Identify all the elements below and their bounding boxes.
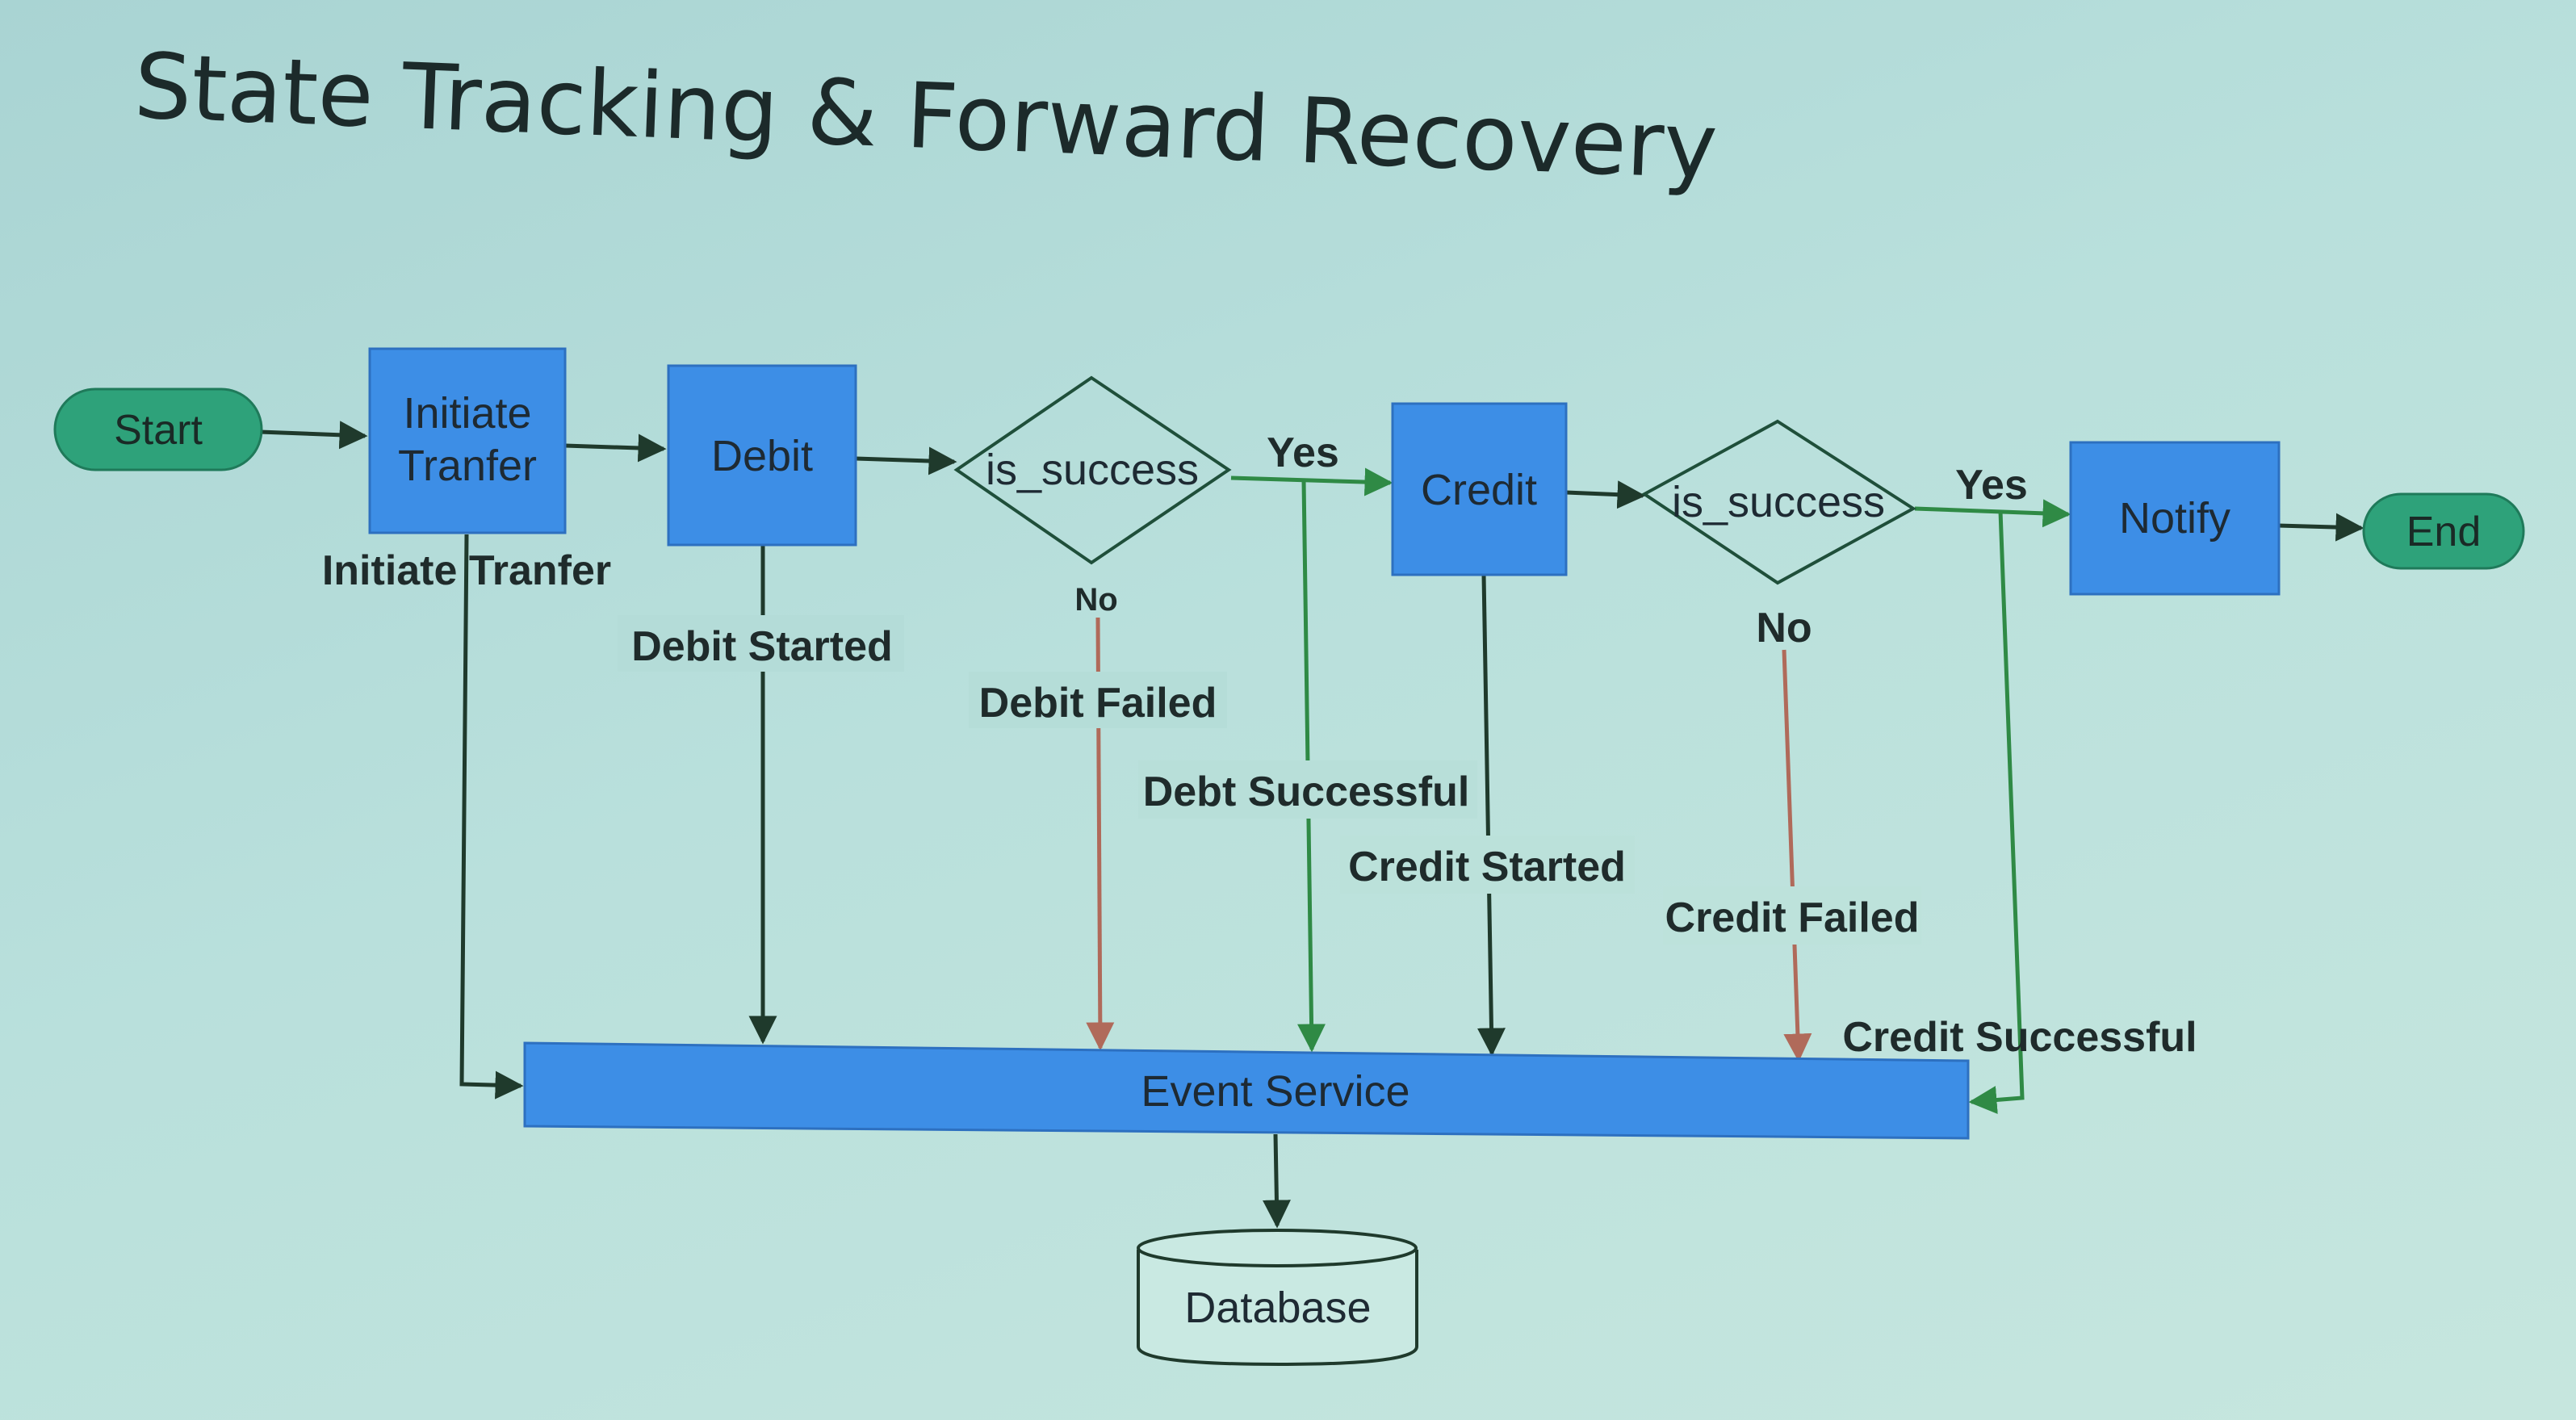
decision2-no-label: No bbox=[1756, 605, 1812, 651]
end-label: End bbox=[2406, 509, 2482, 555]
edge-credit-decision2 bbox=[1565, 480, 1646, 509]
initiate-label-line2: Tranfer bbox=[398, 442, 537, 490]
decision1-label: is_success bbox=[986, 446, 1199, 494]
event-debt-successful: Debt Successful bbox=[1138, 760, 1477, 819]
database-node: Database bbox=[1137, 1229, 1418, 1367]
credit-node: Credit bbox=[1391, 402, 1568, 576]
notify-node: Notify bbox=[2069, 441, 2281, 596]
start-label: Start bbox=[114, 407, 203, 454]
start-node: Start bbox=[53, 387, 263, 471]
database-label: Database bbox=[1184, 1284, 1371, 1332]
event-debit-started: Debit Started bbox=[618, 615, 904, 672]
edge-credit-failed-event bbox=[1782, 649, 1812, 1062]
credit-label: Credit bbox=[1421, 466, 1537, 514]
decision2-node: is_success bbox=[1641, 419, 1916, 585]
decision1-yes-label: Yes bbox=[1267, 429, 1339, 476]
event-debit-started-label: Debit Started bbox=[631, 623, 893, 670]
event-debit-failed: Debit Failed bbox=[969, 672, 1227, 728]
event-debt-successful-label: Debt Successful bbox=[1143, 769, 1470, 815]
initiate-transfer-node: Initiate Tranfer bbox=[368, 347, 567, 534]
edge-credit-started-event bbox=[1476, 574, 1506, 1057]
notify-label: Notify bbox=[2119, 494, 2230, 542]
debit-label: Debit bbox=[711, 432, 813, 480]
debit-node: Debit bbox=[667, 364, 857, 547]
edge-initiate-event bbox=[459, 534, 524, 1100]
decision1-node: is_success bbox=[953, 375, 1232, 565]
event-debit-failed-label: Debit Failed bbox=[979, 680, 1217, 727]
event-credit-successful: Credit Successful bbox=[1842, 1014, 2197, 1061]
page-title: State Tracking & Forward Recovery bbox=[132, 34, 1719, 199]
event-credit-successful-label: Credit Successful bbox=[1842, 1014, 2197, 1061]
event-initiate-tranfer: Initiate Tranfer bbox=[322, 547, 611, 594]
decision2-yes-label: Yes bbox=[1955, 462, 2028, 509]
edge-credit-successful-event bbox=[1968, 510, 2025, 1114]
event-service-label: Event Service bbox=[1141, 1067, 1409, 1116]
event-service-bar: Event Service bbox=[523, 1041, 1970, 1140]
decision1-no-label: No bbox=[1074, 582, 1117, 618]
edge-notify-end bbox=[2277, 513, 2364, 542]
edge-decision1-credit bbox=[1230, 467, 1393, 496]
event-credit-failed-label: Credit Failed bbox=[1665, 894, 1920, 941]
event-credit-started-label: Credit Started bbox=[1348, 844, 1626, 890]
event-credit-started: Credit Started bbox=[1340, 836, 1635, 894]
event-credit-failed: Credit Failed bbox=[1663, 886, 1921, 945]
decision2-label: is_success bbox=[1672, 478, 1885, 526]
edge-decision2-notify bbox=[1914, 499, 2071, 528]
initiate-label-line1: Initiate bbox=[403, 389, 531, 438]
edge-event-database bbox=[1262, 1133, 1291, 1229]
end-node: End bbox=[2362, 492, 2525, 570]
edge-start-initiate bbox=[259, 421, 368, 450]
edge-initiate-debit bbox=[564, 434, 667, 463]
event-initiate-tranfer-label: Initiate Tranfer bbox=[322, 547, 611, 594]
edge-debit-decision1 bbox=[855, 446, 957, 475]
